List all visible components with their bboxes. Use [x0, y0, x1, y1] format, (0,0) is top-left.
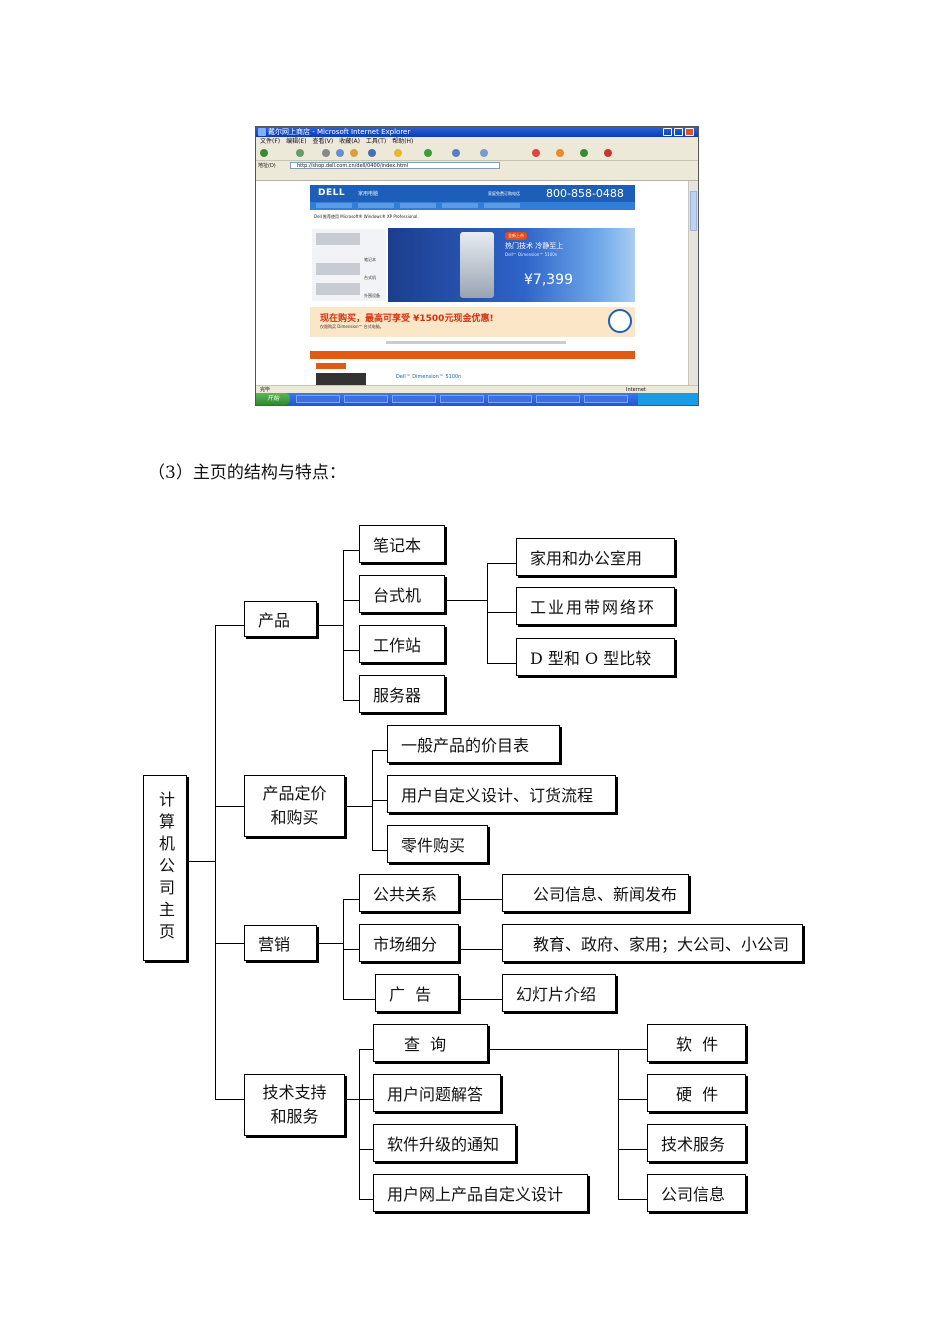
dell-price: ¥7,399: [524, 272, 573, 288]
node-marketing: 营销: [244, 925, 317, 961]
address-bar: 地址(D) http://shop.dell.com.cn/dell/0400/…: [256, 161, 698, 171]
dell-recommend: Dell 推荐使用 Microsoft® Windows® XP Profess…: [314, 214, 419, 219]
start-button: 开始: [256, 393, 290, 405]
stop-icon: [322, 149, 330, 157]
dell-nav: [310, 202, 635, 210]
node-segments-detail: 教育、政府、家用；大公司、小公司: [502, 924, 803, 962]
node-query: 查 询: [373, 1024, 488, 1062]
computer-tower-image: [460, 232, 494, 298]
node-faq: 用户问题解答: [373, 1074, 501, 1112]
node-software-update: 软件升级的通知: [373, 1124, 516, 1162]
toolbar-app-icon: [556, 149, 564, 157]
ie-icon: [258, 128, 266, 136]
section-heading: （3）主页的结构与特点：: [148, 463, 346, 483]
dell-phone: 800-858-0488: [546, 187, 624, 200]
mail-icon: [480, 149, 488, 157]
product-image: [316, 373, 366, 385]
node-home-office: 家用和办公室用: [516, 538, 675, 576]
window-titlebar: 戴尔网上商店 - Microsoft Internet Explorer: [256, 127, 698, 137]
node-public-relations: 公共关系: [359, 874, 459, 912]
search-icon: [368, 149, 376, 157]
thumb-label: 外围设备: [364, 293, 380, 298]
refresh-icon: [336, 149, 344, 157]
forward-icon: [296, 149, 304, 157]
node-custom-order: 用户自定义设计、订货流程: [387, 775, 616, 813]
dell-product-thumbs: 笔记本 台式机 外围设备: [312, 229, 386, 301]
dell-model: Dell™ Dimension™ 5100n: [505, 252, 558, 257]
dell-orange-strip: [310, 351, 635, 359]
menu-favorites: 收藏(A): [339, 138, 360, 145]
node-products: 产品: [244, 601, 317, 637]
thumb-label: 台式机: [364, 275, 376, 280]
intel-logo: [608, 309, 632, 333]
node-hardware: 硬 件: [647, 1074, 746, 1112]
dell-headline: 热门技术 冷静至上: [505, 242, 564, 250]
dell-hotline-label: 家庭免费订购电话: [488, 191, 520, 196]
tree-root-homepage: 计算机公司主页: [143, 775, 187, 961]
menu-help: 帮助(H): [392, 138, 414, 145]
media-icon: [424, 149, 432, 157]
dell-badge: 全新上市: [505, 232, 527, 240]
dell-subtitle: 家用电脑: [358, 191, 379, 197]
status-zone: Internet: [626, 387, 646, 393]
menu-tools: 工具(T): [365, 138, 387, 145]
node-market-segment: 市场细分: [359, 924, 459, 962]
node-workstation: 工作站: [359, 625, 445, 663]
links-bar: [256, 171, 698, 181]
dell-promo: 现在购买，最高可享受 ¥1500元现金优惠! 仅限购买 Dimension™ 台…: [310, 307, 635, 337]
node-tech-support: 技术支持和服务: [244, 1074, 345, 1136]
toolbar-app-icon: [604, 149, 612, 157]
status-bar: 完毕 Internet: [256, 385, 698, 394]
scrollbar: [688, 181, 698, 385]
promo-subtitle: 仅限购买 Dimension™ 台式电脑。: [320, 324, 384, 329]
dell-logo: DELL: [318, 188, 346, 198]
node-desktop: 台式机: [359, 575, 445, 613]
address-input: http://shop.dell.com.cn/dell/0400/index.…: [290, 162, 500, 169]
menu-view: 查看(V): [312, 138, 334, 145]
back-icon: [260, 149, 268, 157]
node-advertising: 广 告: [375, 974, 459, 1012]
toolbar-app-icon: [532, 149, 540, 157]
thumb-label: 笔记本: [364, 257, 376, 262]
window-title: 戴尔网上商店 - Microsoft Internet Explorer: [268, 128, 411, 136]
node-notebook: 笔记本: [359, 525, 445, 563]
menu-file: 文件(F): [260, 138, 281, 145]
node-slideshow: 幻灯片介绍: [502, 974, 616, 1012]
node-industrial-network: 工业用带网络环: [516, 587, 675, 625]
close-icon: [685, 128, 694, 136]
node-online-custom-design: 用户网上产品自定义设计: [373, 1174, 588, 1212]
node-software: 软 件: [647, 1024, 746, 1062]
web-page: DELL 家用电脑 家庭免费订购电话 800-858-0488 Dell 推荐使…: [256, 181, 688, 385]
favorites-icon: [394, 149, 402, 157]
node-company-info: 公司信息: [647, 1174, 746, 1212]
history-icon: [452, 149, 460, 157]
node-tech-service: 技术服务: [647, 1124, 746, 1162]
node-company-news: 公司信息、新闻发布: [502, 874, 689, 912]
toolbar-app-icon: [580, 149, 588, 157]
taskbar: 开始: [256, 393, 698, 405]
node-pricing-purchase: 产品定价和购买: [244, 775, 345, 837]
node-price-list: 一般产品的价目表: [387, 725, 560, 763]
menu-bar: 文件(F) 编辑(E) 查看(V) 收藏(A) 工具(T) 帮助(H): [256, 137, 698, 146]
browser-screenshot: 戴尔网上商店 - Microsoft Internet Explorer 文件(…: [255, 126, 699, 406]
system-tray: [638, 393, 698, 405]
dell-banner: 全新上市 热门技术 冷静至上 Dell™ Dimension™ 5100n ¥7…: [388, 228, 635, 302]
dell-header: DELL 家用电脑 家庭免费订购电话 800-858-0488: [310, 185, 635, 202]
minimize-icon: [663, 128, 672, 136]
node-model-compare: D 型和 O 型比较: [516, 638, 675, 676]
home-icon: [350, 149, 358, 157]
address-label: 地址(D): [258, 163, 276, 169]
menu-edit: 编辑(E): [286, 138, 307, 145]
dell-bottom-link: Dell™ Dimension™ 5100n: [396, 374, 462, 380]
node-server: 服务器: [359, 675, 445, 713]
maximize-icon: [674, 128, 683, 136]
toolbar: [256, 146, 698, 161]
status-text: 完毕: [260, 387, 271, 393]
promo-title: 现在购买，最高可享受 ¥1500元现金优惠!: [320, 314, 494, 324]
node-parts-purchase: 零件购买: [387, 825, 488, 863]
